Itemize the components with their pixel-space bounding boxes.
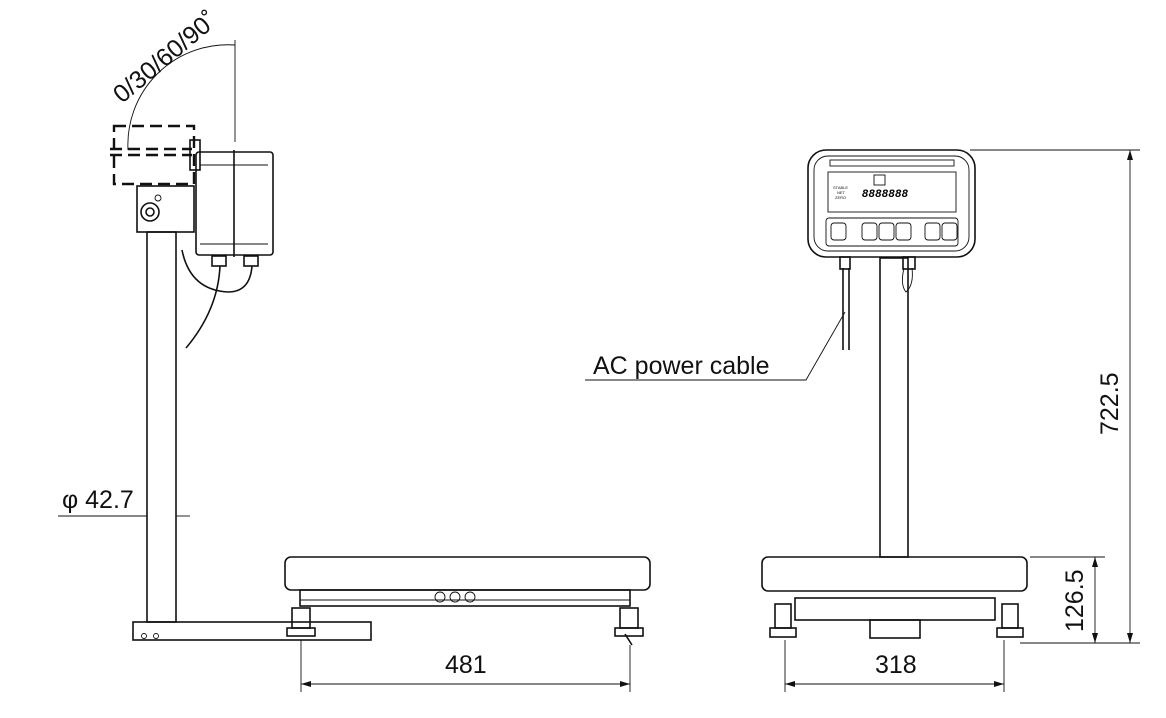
front-view: STABLE NET ZERO 8888888 (585, 149, 1140, 692)
depth-label: 481 (445, 651, 487, 679)
platform-height-label: 126.5 (1061, 569, 1089, 632)
readout: 8888888 (862, 188, 909, 200)
pole (146, 231, 177, 623)
height-dimension: 722.5 126.5 (970, 149, 1140, 644)
indicator-side (189, 139, 274, 267)
side-view: 0/30/60/90˚ (58, 6, 651, 692)
indicator-front: STABLE NET ZERO 8888888 (807, 149, 976, 270)
cables (181, 249, 253, 349)
lamp-net-label: NET (837, 190, 846, 195)
total-height-label: 722.5 (1096, 372, 1124, 435)
lamp-stable-label: STABLE (833, 185, 848, 190)
ac-cable-label: AC power cable (593, 352, 769, 380)
tilt-angle-label: 0/30/60/90˚ (108, 6, 223, 109)
depth-dimension: 481 (300, 640, 631, 692)
base-frame (132, 556, 651, 646)
pole-front (879, 257, 909, 558)
base-front (761, 556, 1028, 639)
tilt-arc (127, 40, 236, 151)
width-dimension: 318 (784, 640, 1005, 692)
width-label: 318 (875, 651, 917, 679)
cables-front (842, 267, 913, 350)
ac-cable-callout: AC power cable (585, 311, 846, 381)
lamp-zero-label: ZERO (835, 195, 846, 200)
indicator-tilted-dashed (110, 124, 196, 186)
pole-diameter-label: φ 42.7 (62, 486, 134, 514)
bracket (136, 185, 195, 233)
pole-diameter-dimension: φ 42.7 (58, 486, 190, 517)
